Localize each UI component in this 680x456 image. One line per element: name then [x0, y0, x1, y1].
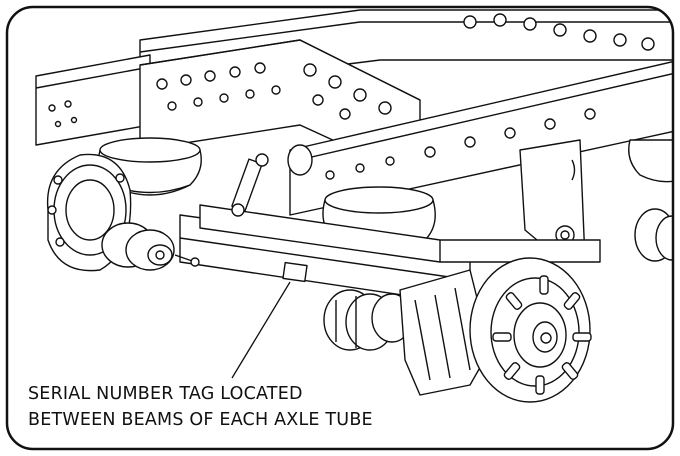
frame-rail-left: [35, 54, 151, 146]
left-brake-chamber: [101, 222, 200, 271]
right-hub-rotor: [469, 257, 592, 403]
wheel-studs: [492, 275, 592, 395]
trailing-beam: [199, 204, 601, 263]
callout-leader-line: [231, 281, 291, 379]
right-brake-caliper: [399, 269, 491, 396]
bracket-cylinder: [287, 144, 313, 176]
frame-rail-main: [289, 13, 673, 216]
right-brake-chamber: [323, 289, 413, 351]
serial-number-tag: [282, 261, 308, 283]
air-spring-far: [628, 139, 673, 183]
figure-border: [5, 5, 675, 451]
callout-text-line-1: SERIAL NUMBER TAG LOCATED: [28, 384, 303, 404]
callout-text-line-2: BETWEEN BEAMS OF EACH AXLE TUBE: [28, 410, 373, 430]
shock-absorber: [231, 153, 269, 217]
